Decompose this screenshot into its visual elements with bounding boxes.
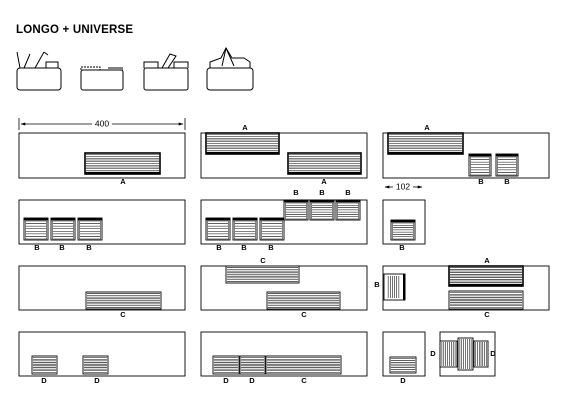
panel-row1-col3 — [382, 132, 550, 179]
label-b: B — [86, 243, 92, 252]
unit-b-rotated — [383, 273, 406, 301]
unit-d — [82, 355, 109, 375]
unit-c — [266, 291, 341, 310]
unit-b — [23, 217, 49, 241]
furniture-units — [23, 132, 524, 377]
unit-a — [448, 265, 524, 287]
bench-icon — [80, 66, 124, 91]
label-b: B — [478, 177, 484, 186]
unit-b — [259, 217, 285, 241]
drawing-title: LONGO + UNIVERSE — [16, 24, 134, 36]
label-b: B — [268, 243, 274, 252]
unit-d — [31, 355, 58, 375]
dimension-depth-label: 102 — [396, 181, 410, 191]
unit-c — [448, 290, 524, 310]
label-c: C — [260, 256, 266, 265]
dimension-depth: 102 — [384, 181, 423, 191]
label-c: C — [120, 310, 126, 319]
unit-a — [84, 152, 161, 175]
unit-c — [225, 265, 300, 284]
label-a: A — [484, 256, 490, 265]
unit-b — [468, 153, 492, 177]
panel-row4-col3 — [382, 331, 426, 377]
side-profiles — [16, 46, 254, 91]
panel-row2-col3 — [382, 199, 426, 245]
label-b: B — [293, 188, 299, 197]
label-c: C — [301, 376, 307, 385]
dimension-width-label: 400 — [95, 118, 109, 128]
unit-b — [390, 219, 416, 241]
unit-b — [77, 217, 103, 241]
label-c: C — [301, 310, 307, 319]
label-b: B — [374, 280, 380, 289]
panel-row1-col1 — [18, 132, 186, 179]
unit-b — [309, 199, 335, 221]
label-d: D — [490, 349, 496, 358]
unit-d — [439, 340, 458, 368]
label-d: D — [430, 349, 436, 358]
panel-row4-col1 — [18, 331, 186, 377]
label-a: A — [242, 123, 248, 132]
unit-b — [232, 217, 258, 241]
panel-row3-col1 — [18, 265, 186, 311]
label-b: B — [241, 243, 247, 252]
unit-c — [85, 291, 162, 310]
unit-c — [457, 337, 474, 371]
panel-row1-col2 — [200, 132, 368, 179]
unit-a — [387, 132, 464, 155]
label-c: C — [484, 310, 490, 319]
label-d: D — [94, 376, 100, 385]
label-b: B — [504, 177, 510, 186]
unit-b — [283, 199, 309, 221]
label-b: B — [345, 188, 351, 197]
unit-b — [495, 153, 519, 177]
label-d: D — [249, 376, 255, 385]
dimension-width: 400 — [18, 118, 186, 130]
unit-b — [205, 217, 231, 241]
label-a: A — [321, 177, 327, 186]
sofa-profile-icon — [16, 51, 62, 91]
panel-row4-col2 — [200, 331, 368, 377]
label-b: B — [34, 243, 40, 252]
unit-d — [239, 355, 266, 375]
label-d: D — [223, 376, 229, 385]
label-b: B — [216, 243, 222, 252]
label-a: A — [424, 123, 430, 132]
unit-d — [212, 355, 240, 375]
table-module-icon — [143, 53, 189, 91]
chair-module-icon — [206, 46, 254, 91]
panel-row2-col1 — [18, 199, 186, 245]
unit-d — [389, 356, 417, 374]
label-a: A — [120, 177, 126, 186]
unit-b — [50, 217, 76, 241]
label-b: B — [59, 243, 65, 252]
unit-d — [473, 340, 489, 368]
unit-a — [205, 132, 280, 155]
unit-b — [335, 199, 361, 221]
label-b: B — [319, 188, 325, 197]
unit-a — [287, 152, 362, 175]
label-d: D — [41, 376, 47, 385]
label-b: B — [399, 243, 405, 252]
unit-c — [265, 355, 342, 375]
label-d: D — [400, 376, 406, 385]
